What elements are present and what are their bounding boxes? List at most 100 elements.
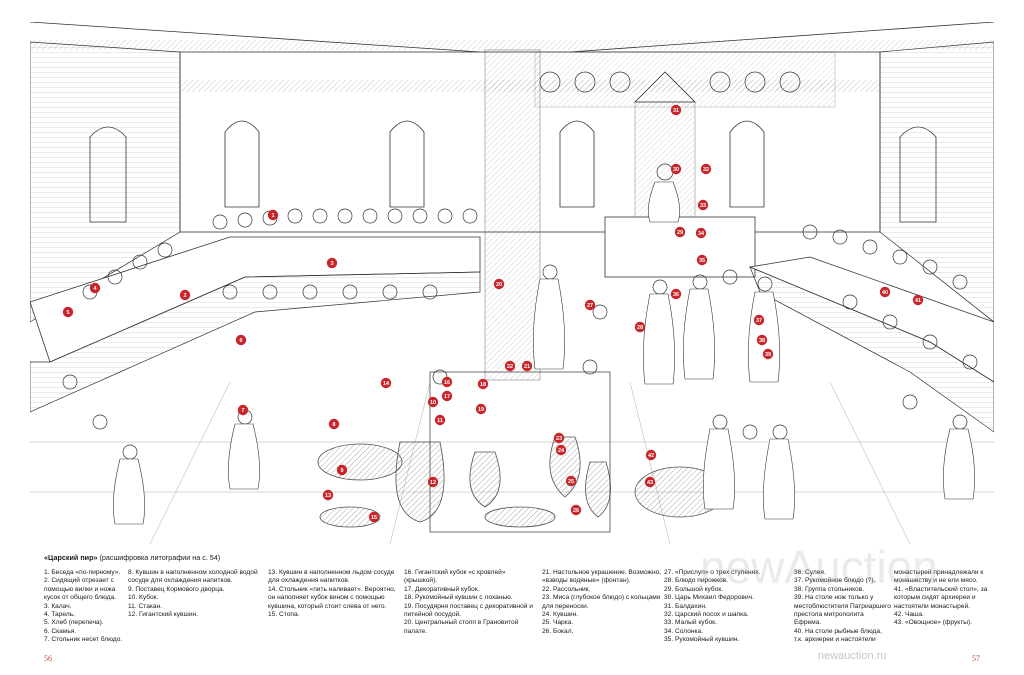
callout-marker: 2 xyxy=(179,289,191,301)
callout-marker: 13 xyxy=(322,489,334,501)
page-number-left: 56 xyxy=(44,654,52,663)
tsar-feast-illustration: 1234567891011121314151617181920212223242… xyxy=(30,22,994,544)
callout-marker-label: 35 xyxy=(699,258,705,264)
legend-item: 7. Стольник несет блюдо. xyxy=(44,636,123,644)
callout-marker-label: 26 xyxy=(573,508,579,514)
callout-marker-label: 42 xyxy=(648,453,654,459)
callout-marker: 27 xyxy=(584,299,596,311)
callout-marker-label: 13 xyxy=(325,493,331,499)
callout-marker: 12 xyxy=(427,476,439,488)
callout-marker-label: 11 xyxy=(437,418,443,424)
callout-marker-label: 16 xyxy=(444,380,450,386)
callout-marker: 32 xyxy=(700,163,712,175)
legend-item: 29. Большой кубок. xyxy=(664,585,724,593)
callout-marker-label: 15 xyxy=(371,515,377,521)
callout-marker-label: 37 xyxy=(756,318,762,324)
legend-item: 3. Калач. xyxy=(44,602,72,610)
callout-marker: 37 xyxy=(753,314,765,326)
callout-marker-label: 38 xyxy=(759,338,765,344)
legend-item: 35. Рукомойный кувшин. xyxy=(664,636,740,644)
legend-item: 32. Царский посох и шапка. xyxy=(664,611,749,619)
callout-marker: 8 xyxy=(328,418,340,430)
callout-marker: 26 xyxy=(570,504,582,516)
callout-marker: 16 xyxy=(441,376,453,388)
legend-column-3: 13. Кувшин в наполненном льдом сосуде дл… xyxy=(268,569,404,619)
legend-item: 1. Беседа «по-пирному». xyxy=(44,569,121,576)
legend-item: 12. Гигантский кувшин. xyxy=(128,611,198,619)
legend-column-6: 27. «Прислуп» о трех ступенях.28. Блюдо … xyxy=(664,569,792,645)
callout-marker: 3 xyxy=(326,257,338,269)
callout-marker-label: 39 xyxy=(765,352,771,358)
callout-marker-label: 20 xyxy=(496,282,502,288)
legend-item: 13. Кувшин в наполненном льдом сосуде дл… xyxy=(268,569,395,585)
callout-marker-label: 2 xyxy=(183,293,186,299)
callout-marker: 29 xyxy=(674,226,686,238)
callout-marker: 43 xyxy=(644,476,656,488)
callout-marker-label: 5 xyxy=(66,310,69,316)
legend-item: 26. Бокал. xyxy=(542,627,574,635)
callout-marker-label: 25 xyxy=(568,479,574,485)
callout-marker-label: 14 xyxy=(383,381,390,387)
callout-marker: 9 xyxy=(336,464,348,476)
callout-marker: 14 xyxy=(380,377,392,389)
legend-item: 36. Сулея. xyxy=(794,569,826,576)
legend-item: 22. Рассольник. xyxy=(542,585,591,593)
legend-item: 18. Рукомойный кувшин с лоханью. xyxy=(404,594,513,602)
legend-item: 15. Стопа. xyxy=(268,611,300,619)
callout-marker-label: 1 xyxy=(271,213,274,219)
callout-marker: 38 xyxy=(756,334,768,346)
callout-marker: 18 xyxy=(477,378,489,390)
legend-item: 21. Настольное украшение. Возможно, «взв… xyxy=(542,569,662,585)
callout-marker-label: 43 xyxy=(647,480,653,486)
legend-item: 25. Чарка. xyxy=(542,619,574,627)
callout-marker: 11 xyxy=(434,414,446,426)
callout-marker-label: 24 xyxy=(558,448,565,454)
callout-marker-label: 3 xyxy=(330,261,333,267)
legend-item: 14. Стольник «пить наливает». Вероятно, … xyxy=(268,585,396,610)
legend-item: 38. Группа стольников. xyxy=(794,585,865,593)
callout-marker: 24 xyxy=(555,444,567,456)
legend-column-1: 1. Беседа «по-пирному».2. Сидящий отреза… xyxy=(44,569,128,645)
legend-item: 8. Кувшин в наполненном холодной водой с… xyxy=(128,569,258,585)
legend-item: 24. Кувшин. xyxy=(542,611,579,619)
callout-marker: 41 xyxy=(912,294,924,306)
callout-marker-label: 34 xyxy=(698,231,705,237)
caption-area: «Царский пир» (расшифровка литографии на… xyxy=(44,553,994,643)
legend-item: 17. Декоративный кубок. xyxy=(404,585,480,593)
callout-marker-label: 6 xyxy=(239,338,242,344)
legend-item: 41. «Властительский стол», за которым си… xyxy=(894,585,988,610)
legend-item: 6. Скамья. xyxy=(44,627,77,635)
callout-marker: 39 xyxy=(762,348,774,360)
legend-column-2: 8. Кувшин в наполненном холодной водой с… xyxy=(128,569,260,619)
legend-item: 42. Чаша. xyxy=(894,611,924,619)
caption-title: «Царский пир» (расшифровка литографии на… xyxy=(44,553,994,562)
callout-marker: 34 xyxy=(695,227,707,239)
legend-item: 4. Тарель. xyxy=(44,611,75,619)
callout-marker-label: 10 xyxy=(430,400,436,406)
callout-marker-label: 4 xyxy=(93,286,97,292)
callout-marker: 31 xyxy=(670,104,682,116)
legend-column-8: монастырей принадлежали к монашеству и н… xyxy=(894,569,994,628)
legend-item: монастырей принадлежали к монашеству и н… xyxy=(894,569,984,585)
legend-item: 27. «Прислуп» о трех ступенях. xyxy=(664,569,761,576)
legend-item: 9. Поставец Кормового дворца. xyxy=(128,585,225,593)
callout-marker: 25 xyxy=(565,475,577,487)
callout-marker: 20 xyxy=(493,278,505,290)
callout-marker-label: 31 xyxy=(673,108,679,114)
callout-markers: 1234567891011121314151617181920212223242… xyxy=(62,104,924,523)
legend-column-7: 36. Сулея.37. Рукомойное блюдо (?).38. Г… xyxy=(794,569,892,645)
callout-marker: 40 xyxy=(879,286,891,298)
legend-item: 16. Гигантский кубок «с кровлей» (крышко… xyxy=(404,569,506,585)
legend-item: 34. Солонка. xyxy=(664,627,704,635)
callout-marker-label: 40 xyxy=(882,290,888,296)
page-number-right: 57 xyxy=(972,654,980,663)
callout-marker: 15 xyxy=(368,511,380,523)
callout-marker: 7 xyxy=(237,404,249,416)
legend-column-4: 16. Гигантский кубок «с кровлей» (крышко… xyxy=(404,569,534,636)
callout-marker-label: 36 xyxy=(673,292,679,298)
callout-marker-label: 9 xyxy=(340,468,343,474)
callout-marker-label: 21 xyxy=(524,364,530,370)
callout-marker-label: 27 xyxy=(587,303,593,309)
callout-marker-label: 17 xyxy=(444,394,450,400)
